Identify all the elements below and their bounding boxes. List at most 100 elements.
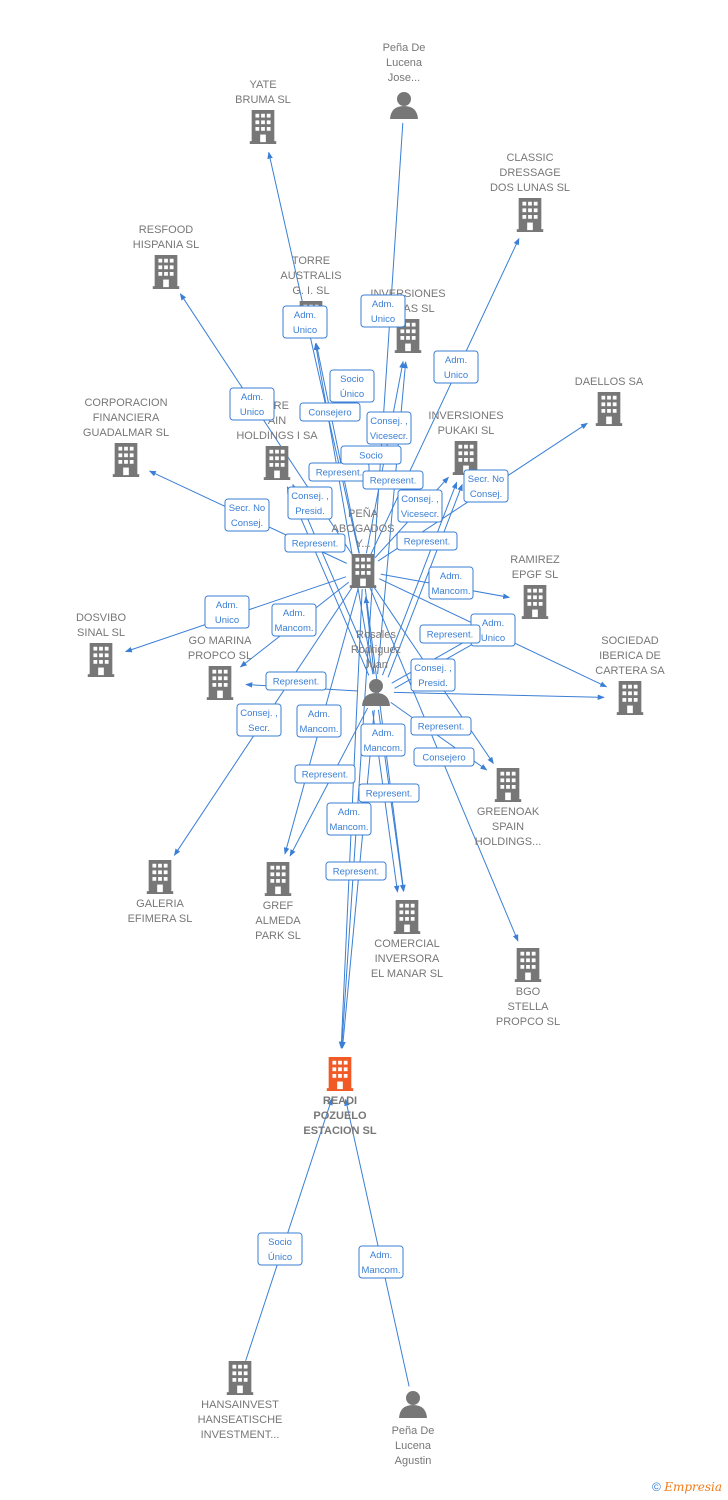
edge-label-box (294, 764, 356, 784)
node-label-line: INVERSORA (375, 953, 440, 965)
node-label-line: RAMIREZ (510, 554, 560, 566)
edge-label[interactable]: Consejero (413, 747, 475, 767)
edge-label-box (229, 387, 275, 421)
node-daellos[interactable]: DAELLOS SA (575, 376, 644, 426)
edge-label[interactable]: Adm. Unico (204, 595, 250, 629)
empresia-logo[interactable]: Empresia (664, 1480, 722, 1494)
edge-label-box (360, 723, 406, 757)
edge-label[interactable]: Consej. ,Vicesecr. (397, 489, 443, 523)
node-label-line: Jose... (388, 72, 420, 84)
edge-label-text: Secr. No (229, 503, 265, 514)
building-icon (514, 948, 542, 982)
edge-label[interactable]: Adm.Mancom. (358, 1245, 404, 1279)
edge-label[interactable]: Adm.Mancom. (296, 704, 342, 738)
edge-label-box (282, 305, 328, 339)
person-icon (390, 92, 418, 119)
edge-line (245, 1098, 333, 1362)
node-label-line: GREF (263, 900, 294, 912)
edge-line (393, 691, 605, 701)
node-label-line: EPGF SL (512, 569, 558, 581)
edge-label[interactable]: Adm.Unico (282, 305, 328, 339)
node-hansainvest[interactable]: HANSAINVESTHANSEATISCHEINVESTMENT... (198, 1361, 283, 1441)
edge-label[interactable]: Adm.Mancom. (360, 723, 406, 757)
edge-line (313, 342, 374, 675)
node-label-line: TORRE (292, 255, 330, 267)
edge-label-box (396, 531, 458, 551)
edge-label[interactable]: Consejero (299, 402, 361, 422)
edge-label[interactable]: Represent. (325, 861, 387, 881)
edge-line (344, 1098, 410, 1387)
edge-label[interactable]: Adm.Mancom. (326, 802, 372, 836)
edge-label[interactable]: Represent. (294, 764, 356, 784)
edge-label[interactable]: Represent. (358, 783, 420, 803)
node-label-line: EFIMERA SL (128, 913, 193, 925)
edge-label[interactable]: Consej. ,Presid. (410, 658, 456, 692)
node-ramirez[interactable]: RAMIREZ EPGF SL (510, 554, 560, 619)
node-label-line: READI (323, 1095, 357, 1107)
node-label-line: Lucena (386, 57, 423, 69)
edge-label-text: Unico (215, 615, 239, 626)
edge-label[interactable]: Represent. (396, 531, 458, 551)
edge-label-text: Adm. (216, 600, 238, 611)
edge-label[interactable]: Socio (340, 445, 402, 465)
edge-label[interactable]: Represent. (284, 533, 346, 553)
edge-label-text: Secr. (248, 723, 270, 734)
edge-label-text: Adm. (338, 807, 360, 818)
edge-label[interactable]: Represent. (265, 671, 327, 691)
edge-label-box (257, 1232, 303, 1266)
node-greenoak[interactable]: GREENOAKSPAINHOLDINGS... (475, 768, 542, 848)
edge-label[interactable]: Represent. (308, 462, 370, 482)
edge-label-text: Consej. (231, 518, 263, 529)
edge-label-box (413, 747, 475, 767)
edge-label[interactable]: Adm.Unico (360, 294, 406, 328)
edge-label[interactable]: Represent. (419, 624, 481, 644)
node-label-line: GUADALMAR SL (83, 427, 169, 439)
node-pena-abogados[interactable]: PEÑAABOGADOSY... (332, 507, 395, 588)
node-label-line: SPAIN (492, 821, 524, 833)
edge-label-box (463, 469, 509, 503)
node-label-line: DAELLOS SA (575, 376, 644, 388)
node-label-line: HANSAINVEST (201, 1399, 279, 1411)
edge-label[interactable]: Adm.Mancom. (271, 603, 317, 637)
edge-label-box (287, 486, 333, 520)
building-icon (349, 554, 377, 588)
edge-label-text: Unico (444, 370, 468, 381)
edge-label[interactable]: Represent. (362, 470, 424, 490)
edge-label-text: Adm. (283, 608, 305, 619)
node-label-line: POZUELO (313, 1110, 367, 1122)
edge-line (267, 151, 360, 554)
edge-label[interactable]: Secr. No Consej. (224, 498, 270, 532)
edge-label[interactable]: Consej. ,Secr. (236, 703, 282, 737)
node-pena-jose[interactable]: Peña DeLucenaJose... (383, 42, 426, 119)
edge-label-text: Adm. (372, 728, 394, 739)
edge-label[interactable]: Adm.Mancom. (428, 566, 474, 600)
edge-label[interactable]: Consej. ,Vicesecr. (366, 411, 412, 445)
edge-label-text: Socio (340, 374, 364, 385)
edge-label[interactable]: Adm.Unico (229, 387, 275, 421)
edge-label-text: Adm. (241, 392, 263, 403)
edge-label-box (299, 402, 361, 422)
edge-label[interactable]: Represent. (410, 716, 472, 736)
building-icon (206, 666, 234, 700)
edge-label[interactable]: Consej. ,Presid. (287, 486, 333, 520)
edge-label[interactable]: Adm.Unico (433, 350, 479, 384)
